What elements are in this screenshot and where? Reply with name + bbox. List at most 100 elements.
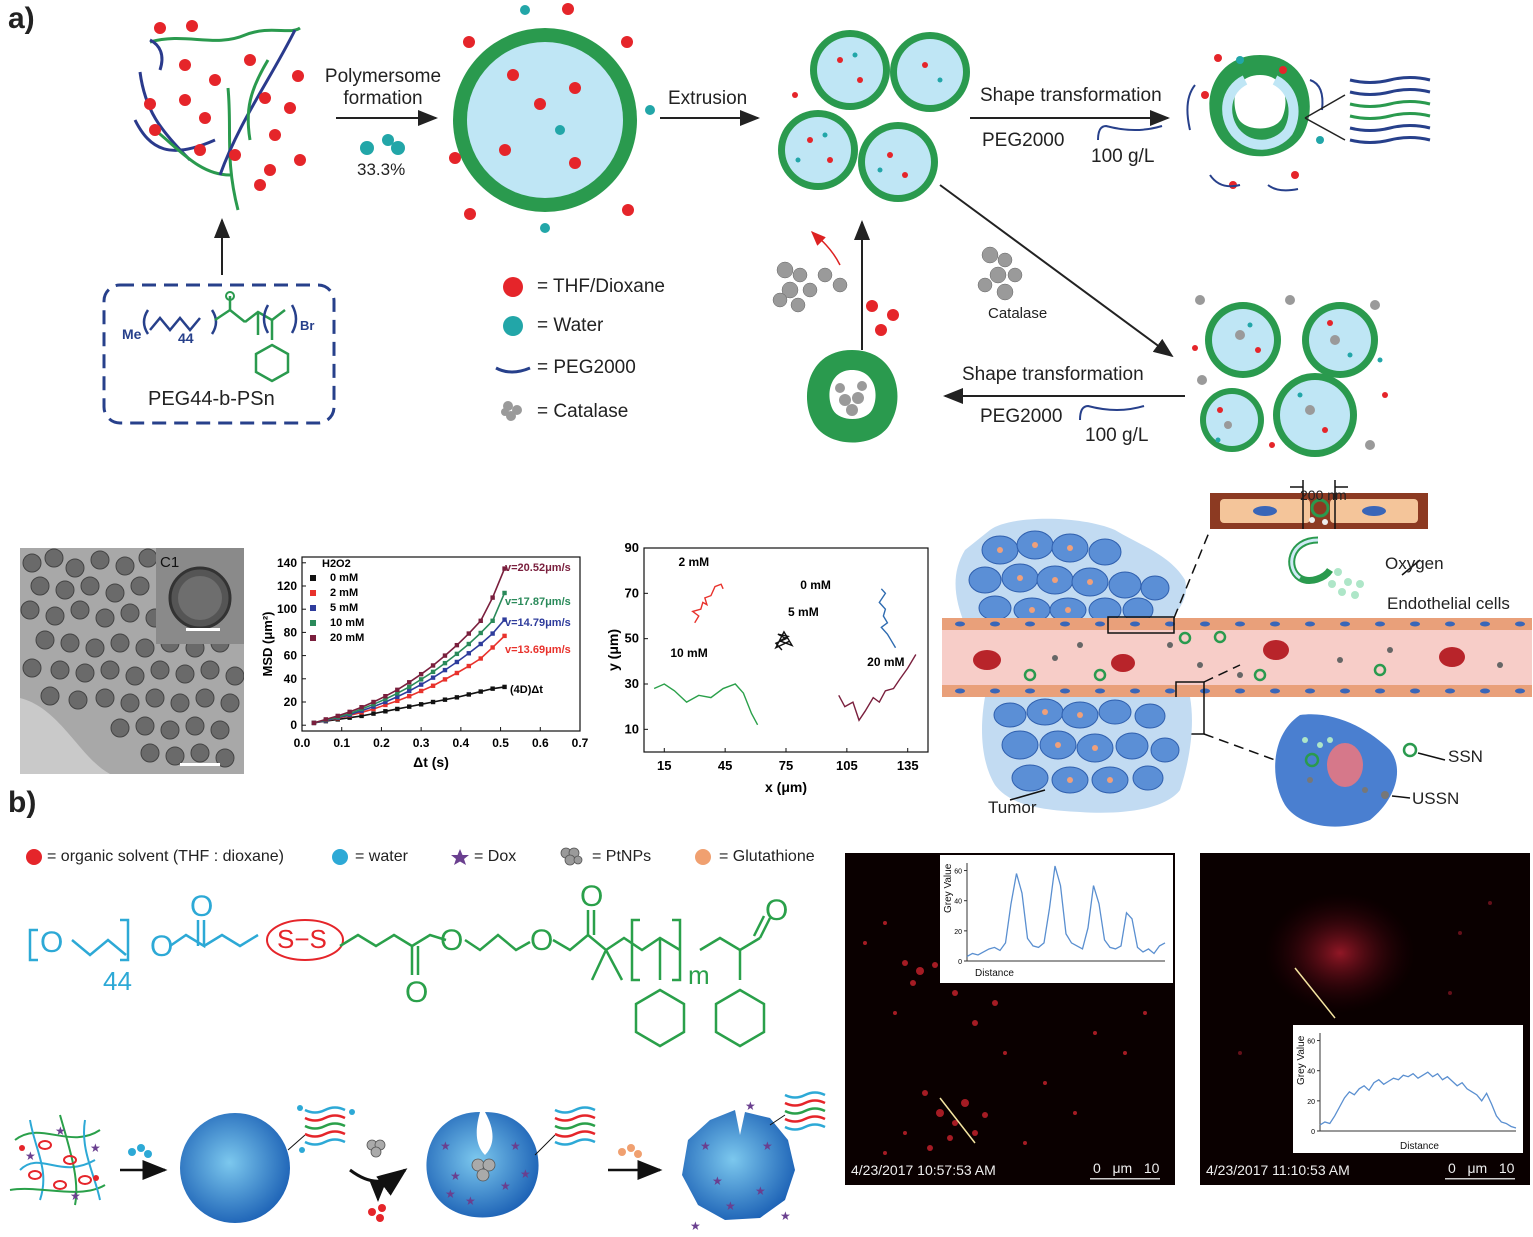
traj-xtick-label: 135 [897, 758, 919, 773]
trajectory-label: 10 mM [670, 646, 707, 660]
msd-data-point [395, 706, 400, 712]
msd-plot-frame [301, 556, 581, 732]
legend-symbols [495, 277, 531, 421]
msd-data-point [418, 677, 424, 682]
svg-text:★: ★ [440, 1139, 451, 1153]
svg-text:★: ★ [25, 1149, 36, 1163]
svg-text:O: O [530, 924, 553, 957]
traj-ytick-label: 30 [625, 676, 639, 691]
ussn-label: USSN [1412, 789, 1460, 808]
msd-data-point [442, 653, 448, 658]
polymer-44: 44 [178, 330, 194, 346]
msd-ytick-label: 120 [277, 579, 297, 593]
msd-xtick-label: 0.4 [453, 736, 470, 750]
profile-ytick-label: 60 [1307, 1039, 1315, 1046]
msd-xtick-label: 0.3 [413, 736, 430, 750]
msd-legend-title: H2O2 [322, 558, 351, 570]
legend-red-dot-icon [503, 277, 523, 297]
msd-data-point [430, 699, 436, 705]
msd-velocity-label: v=14.79μm/s [505, 617, 571, 629]
msd-data-point [407, 704, 412, 709]
peg2000-top: PEG2000 [982, 130, 1065, 151]
msd-data-point [383, 702, 388, 708]
membrane-zoom [1349, 76, 1431, 144]
traj-ytick-label: 50 [625, 631, 639, 646]
svg-text:★: ★ [745, 1099, 756, 1113]
profile-ytick-label: 20 [1307, 1099, 1315, 1106]
svg-text:★: ★ [762, 1139, 773, 1153]
msd-data-point [490, 618, 495, 623]
msd-xtick-label: 0.6 [532, 736, 549, 750]
process-scheme: ★★★★ ★★★★★★★ ★★★★★★★★ [9, 1091, 826, 1233]
traj-ylabel: y (μm) [606, 629, 621, 671]
traj-ytick-label: 70 [625, 585, 639, 600]
legend-teal-dot-icon [503, 316, 523, 336]
traj-xtick-label: 105 [836, 758, 858, 773]
step-polymersome-formation: Polymersome formation [323, 66, 443, 110]
msd-ytick-label: 40 [284, 672, 298, 686]
legend-ptnp-icon [560, 847, 583, 866]
msd-data-point [466, 651, 471, 656]
msd-data-point [442, 660, 448, 666]
svg-text:O: O [765, 894, 788, 927]
traj-xlabel: x (μm) [765, 779, 807, 795]
msd-data-point [407, 694, 412, 699]
msd-data-point [407, 684, 412, 690]
trajectory-path [838, 654, 917, 722]
msd-data-point [347, 715, 352, 720]
blood-vessel [942, 616, 1532, 735]
trajectory-path [691, 583, 724, 624]
msd-data-point [490, 595, 495, 600]
conc-top: 100 g/L [1091, 146, 1155, 167]
msd-data-point [407, 688, 412, 694]
msd-data-point [430, 675, 436, 680]
msd-ytick-label: 20 [284, 695, 298, 709]
msd-data-point [442, 677, 448, 682]
legend-organic-solvent-icon [26, 849, 42, 865]
structure-44: 44 [103, 966, 132, 996]
legend-peg-line-icon [495, 366, 531, 374]
svg-text:★: ★ [465, 1194, 476, 1208]
msd-velocity-label: v=13.69μm/s [505, 644, 571, 656]
oxygen-label: Oxygen [1385, 554, 1444, 573]
tem-image: C1 [20, 548, 244, 774]
msd-data-point [490, 686, 495, 691]
membrane-zoom-2 [554, 1106, 596, 1146]
msd-data-point [347, 709, 352, 715]
msd-data-point [442, 667, 448, 673]
msd-data-point [430, 663, 436, 668]
svg-text:★: ★ [520, 1167, 531, 1181]
tumor-bottom [982, 697, 1192, 813]
msd-data-point [454, 642, 460, 648]
legend-item-peg: = PEG2000 [537, 357, 636, 378]
profile-left-ylabel: Grey Value [943, 863, 954, 913]
legend-dox-star-icon [451, 849, 469, 865]
msd-ylabel: MSD (μm²) [260, 612, 275, 677]
msd-ytick-label: 140 [277, 556, 297, 570]
msd-data-point [478, 641, 483, 647]
msd-xtick-label: 0.2 [373, 736, 390, 750]
msd-data-point [502, 590, 507, 596]
msd-data-point [359, 713, 364, 719]
msd-data-point [490, 645, 495, 650]
msd-velocity-label: v=20.52μm/s [505, 562, 571, 574]
micro-right-scale: 0 μm 10 [1448, 1160, 1515, 1176]
panel-a-letter: a) [8, 2, 35, 35]
msd-data-point [490, 631, 495, 636]
polymer-structure-box [102, 283, 336, 425]
svg-text:★: ★ [445, 1187, 456, 1201]
msd-data-point [442, 697, 448, 702]
membrane-zoom-3 [784, 1091, 826, 1131]
msd-legend-marker [310, 620, 316, 626]
svg-text:★: ★ [725, 1199, 736, 1213]
msd-xtick-label: 0.5 [492, 736, 509, 750]
profile-ytick-label: 0 [958, 959, 962, 966]
polymer-me: Me [122, 326, 142, 342]
svg-text:O: O [150, 930, 173, 963]
